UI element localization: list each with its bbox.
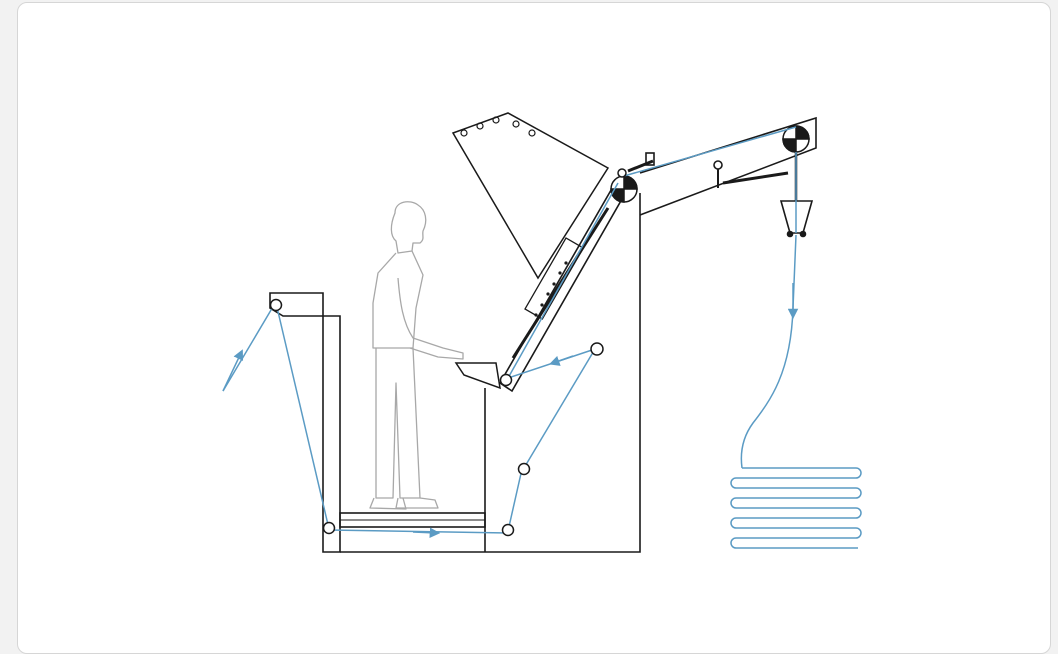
fabric-drop-left [275, 302, 330, 530]
canopy-lamps [460, 116, 536, 137]
diagram-card [17, 2, 1051, 654]
flow-arrow-icon [549, 355, 574, 366]
inspector-figure-icon [369, 201, 464, 510]
fabric-up-table [507, 182, 619, 379]
roller-bottom-right [501, 523, 515, 537]
fabric-path [222, 126, 862, 549]
fabric-rise-2 [523, 348, 596, 469]
roller-table-bottom [499, 373, 513, 387]
folded-fabric-stack [730, 467, 862, 549]
light-box-dots [534, 261, 568, 317]
light-canopy [451, 112, 610, 280]
arm-linkage [722, 171, 789, 185]
fabric-drop-to-fold [740, 234, 797, 469]
light-box-icon [524, 237, 585, 320]
fabric-rise-1 [507, 468, 523, 532]
roller-upper [590, 342, 604, 356]
inspection-machine-diagram [222, 112, 862, 553]
roller-table-top [617, 168, 627, 178]
machine-frame [269, 112, 817, 553]
fabric-feed-in [222, 304, 275, 392]
roller-feed [269, 298, 283, 312]
plaiter-foot-left [786, 230, 794, 238]
roller-bottom-left [322, 521, 336, 535]
arm-top-rail [627, 159, 654, 173]
fabric-along-arm [623, 126, 797, 177]
work-tray [454, 362, 501, 390]
main-cabinet [484, 193, 641, 553]
table-actuator [511, 207, 610, 359]
fabric-roller-icon [269, 168, 627, 537]
flow-arrow-icon [412, 527, 441, 538]
plaiter-foot-right [799, 230, 807, 238]
arm-pivot [713, 160, 723, 170]
feed-stand [269, 292, 341, 553]
arm-bracket [645, 152, 655, 166]
drive-roller-icon [782, 125, 810, 153]
roller-mid [517, 462, 531, 476]
